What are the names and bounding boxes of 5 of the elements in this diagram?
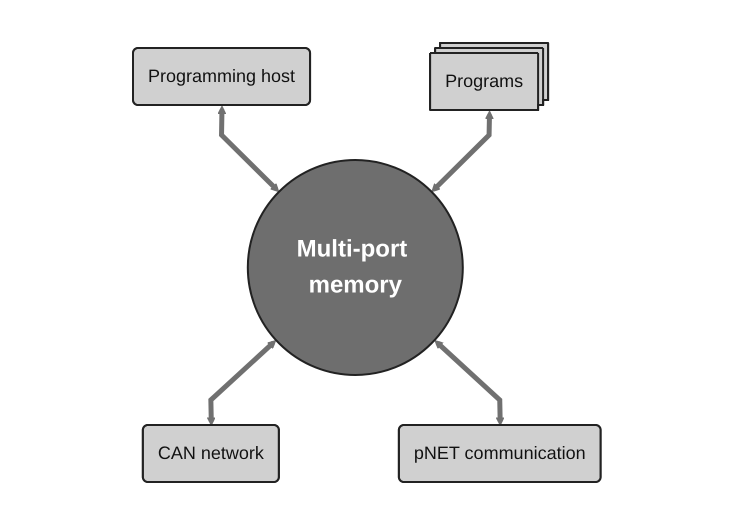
arrow xyxy=(434,340,504,426)
arrow xyxy=(217,105,280,192)
node-circle: Multi-port memory xyxy=(246,158,464,376)
arrow xyxy=(206,340,276,426)
arrow xyxy=(430,110,494,192)
